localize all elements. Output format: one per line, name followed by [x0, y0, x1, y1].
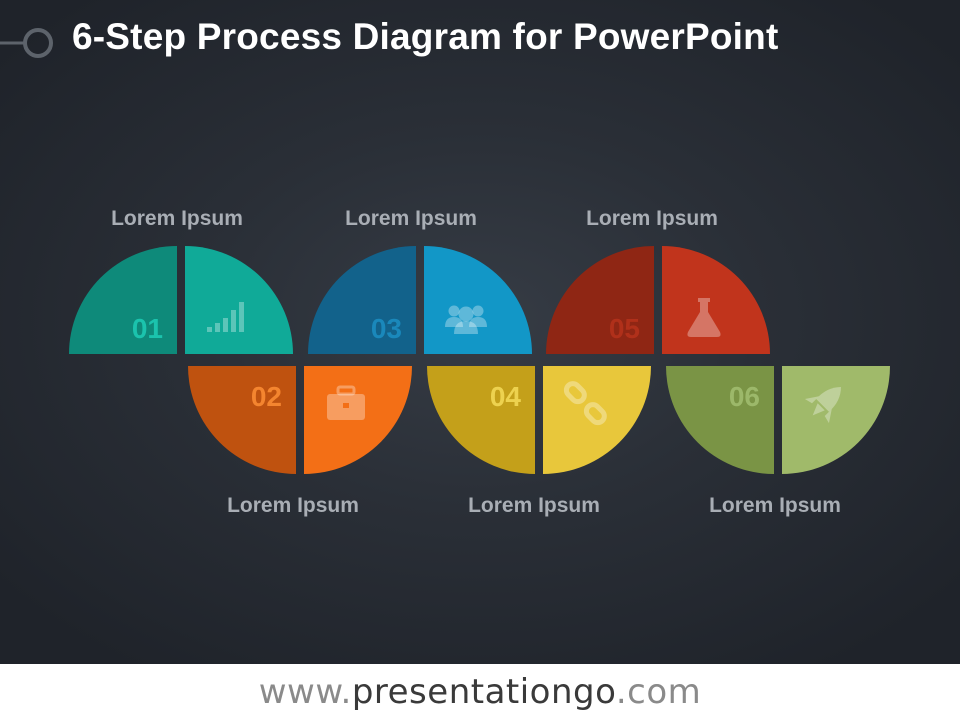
footer-suffix: .com — [615, 672, 702, 712]
step-04-label: Lorem Ipsum — [468, 494, 600, 517]
step-01-number: 01 — [132, 313, 163, 344]
slide-canvas: 6-Step Process Diagram for PowerPoint Lo… — [0, 0, 960, 664]
step-04-right-quadrant — [543, 366, 651, 474]
step-01-label: Lorem Ipsum — [111, 207, 243, 230]
step-04-number: 04 — [490, 381, 522, 412]
title-decoration-icon — [0, 28, 53, 58]
step-05-tile: 05 — [546, 246, 770, 354]
step-06-left-quadrant — [666, 366, 774, 474]
step-06-number: 06 — [729, 381, 760, 412]
footer-url: www.presentationgo.com — [0, 664, 960, 720]
step-01-right-quadrant — [185, 246, 293, 354]
footer-prefix: www. — [258, 672, 352, 712]
step-01-tile: 01 — [69, 246, 293, 354]
step-05-right-quadrant — [662, 246, 770, 354]
step-06-label: Lorem Ipsum — [709, 494, 841, 517]
step-01-left-quadrant — [69, 246, 177, 354]
footer-brand: presentationgo — [351, 672, 616, 712]
briefcase-icon — [327, 385, 365, 420]
step-02-label: Lorem Ipsum — [227, 494, 359, 517]
page-title: 6-Step Process Diagram for PowerPoint — [72, 16, 779, 57]
step-05-number: 05 — [609, 313, 640, 344]
people-icon — [445, 305, 487, 334]
step-02-tile: 02 — [188, 366, 412, 474]
step-06-tile: 06 — [666, 366, 890, 474]
step-02-right-quadrant — [304, 366, 412, 474]
step-04-left-quadrant — [427, 366, 535, 474]
bar-chart-icon — [207, 302, 244, 332]
step-05-label: Lorem Ipsum — [586, 207, 718, 230]
step-04-tile: 04 — [427, 366, 651, 474]
step-03-right-quadrant — [424, 246, 532, 354]
step-03-tile: 03 — [308, 246, 532, 354]
step-06-right-quadrant — [782, 366, 890, 474]
rocket-icon — [804, 387, 841, 424]
flask-icon — [687, 298, 721, 337]
step-03-left-quadrant — [308, 246, 416, 354]
chain-link-icon — [563, 381, 607, 426]
step-03-label: Lorem Ipsum — [345, 207, 477, 230]
step-02-left-quadrant — [188, 366, 296, 474]
step-03-number: 03 — [371, 313, 402, 344]
step-05-left-quadrant — [546, 246, 654, 354]
step-02-number: 02 — [251, 381, 282, 412]
